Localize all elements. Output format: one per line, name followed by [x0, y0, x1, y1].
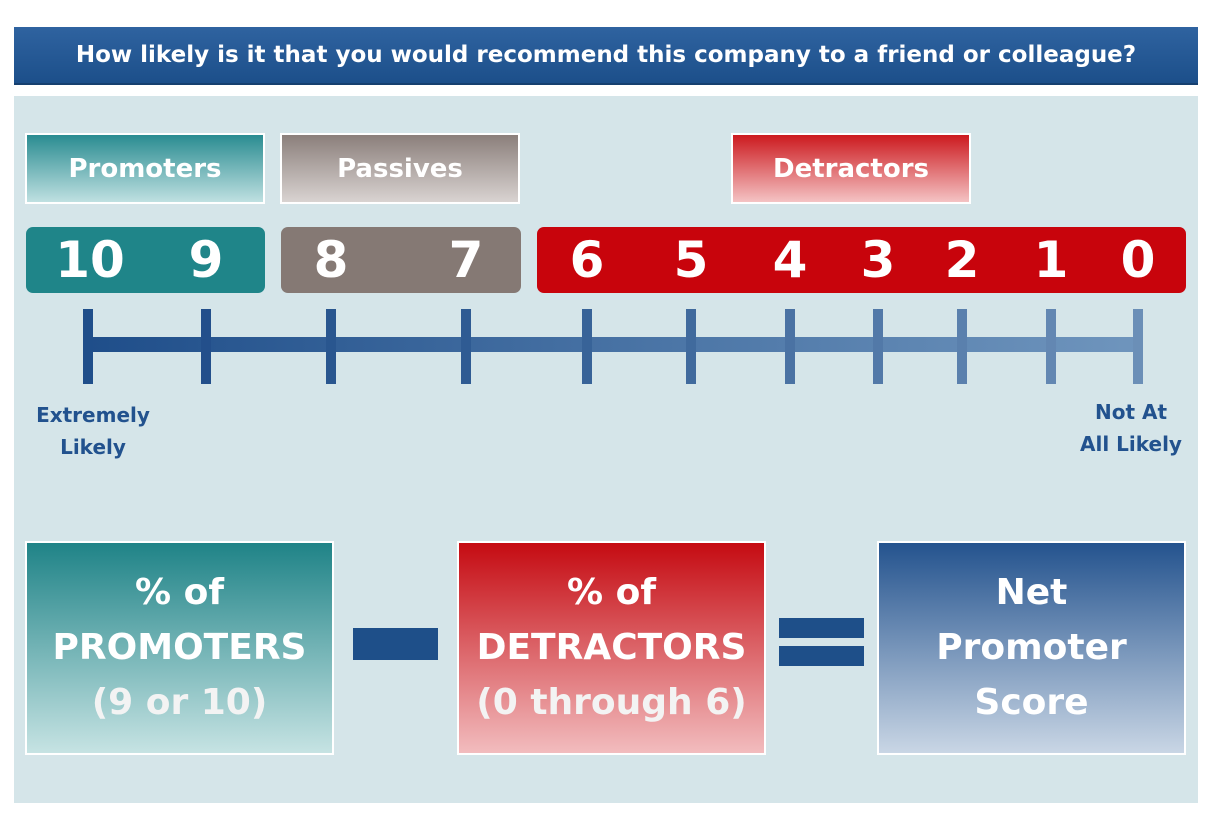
score-0: 0	[1120, 231, 1156, 289]
detractors-formula-line2: DETRACTORS	[476, 627, 747, 668]
anchor-left-line1: Extremely	[36, 403, 150, 427]
promoters-formula-line3: (9 or 10)	[91, 682, 268, 723]
anchor-left-line2: Likely	[60, 435, 126, 459]
detractors-label: Detractors	[772, 153, 929, 184]
anchor-extremely-likely: Extremely Likely	[30, 399, 156, 463]
score-8: 8	[313, 231, 349, 289]
passives-score-bar	[281, 227, 521, 293]
nps-line1: Net	[995, 572, 1068, 613]
score-1: 1	[1033, 231, 1069, 289]
score-10: 10	[55, 231, 125, 289]
score-2: 2	[944, 231, 980, 289]
score-4: 4	[772, 231, 808, 289]
score-5: 5	[673, 231, 709, 289]
question-text: How likely is it that you would recommen…	[75, 42, 1137, 68]
anchor-right-line1: Not At	[1094, 400, 1168, 424]
score-9: 9	[188, 231, 224, 289]
nps-line3: Score	[974, 682, 1089, 723]
passives-label-box: Passives	[280, 133, 520, 204]
promoters-label-box: Promoters	[25, 133, 265, 204]
anchor-not-at-all-likely: Not At All Likely	[1068, 396, 1194, 460]
promoters-label: Promoters	[68, 153, 222, 184]
detractors-formula-line1: % of	[567, 572, 656, 613]
promoters-formula-line1: % of	[135, 572, 224, 613]
equals-bar-bottom	[779, 646, 864, 666]
score-7: 7	[448, 231, 484, 289]
promoters-score-bar	[26, 227, 265, 293]
detractors-formula-line3: (0 through 6)	[476, 682, 747, 723]
detractors-label-box: Detractors	[731, 133, 971, 204]
score-6: 6	[569, 231, 605, 289]
passives-label: Passives	[337, 153, 463, 184]
minus-sign	[353, 628, 438, 660]
percent-promoters-box: % of PROMOTERS (9 or 10)	[25, 541, 334, 755]
promoters-formula-line2: PROMOTERS	[52, 627, 307, 668]
nps-line2: Promoter	[936, 627, 1127, 668]
net-promoter-score-box: Net Promoter Score	[877, 541, 1186, 755]
question-header: How likely is it that you would recommen…	[14, 27, 1198, 85]
score-3: 3	[860, 231, 896, 289]
anchor-right-line2: All Likely	[1080, 432, 1182, 456]
percent-detractors-box: % of DETRACTORS (0 through 6)	[457, 541, 766, 755]
detractors-score-bar	[537, 227, 1186, 293]
equals-bar-top	[779, 618, 864, 638]
